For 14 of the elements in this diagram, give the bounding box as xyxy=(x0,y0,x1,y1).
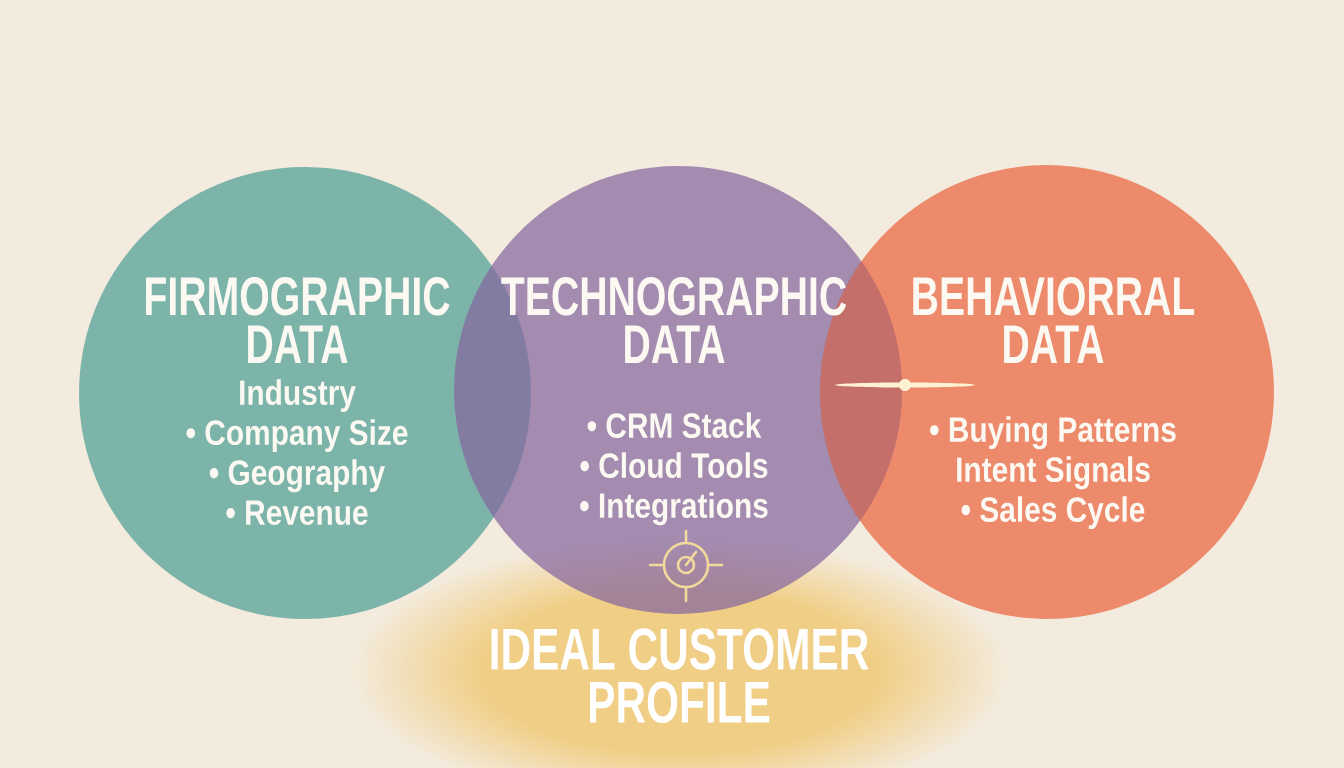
list-item: • Buying Patterns xyxy=(930,416,1176,450)
list-item: • CRM Stack xyxy=(587,412,762,439)
list-item: • Integrations xyxy=(580,492,768,526)
circle-heading: BEHAVIORRAL DATA xyxy=(913,277,1195,363)
venn-circle xyxy=(454,166,902,614)
list-item: • Sales Cycle xyxy=(961,496,1145,530)
list-item: Intent Signals xyxy=(957,456,1150,490)
list-item: • Geography xyxy=(209,459,386,493)
circle-heading: FIRMOGRAPHIC DATA xyxy=(146,277,450,363)
list-item: • Cloud Tools xyxy=(580,452,768,479)
list-item: Industry xyxy=(240,379,356,413)
list-item: • Company Size xyxy=(186,419,408,453)
bottom-label: IDEAL CUSTOMER PROFILE xyxy=(491,628,869,724)
list-item: • Revenue xyxy=(226,500,368,526)
